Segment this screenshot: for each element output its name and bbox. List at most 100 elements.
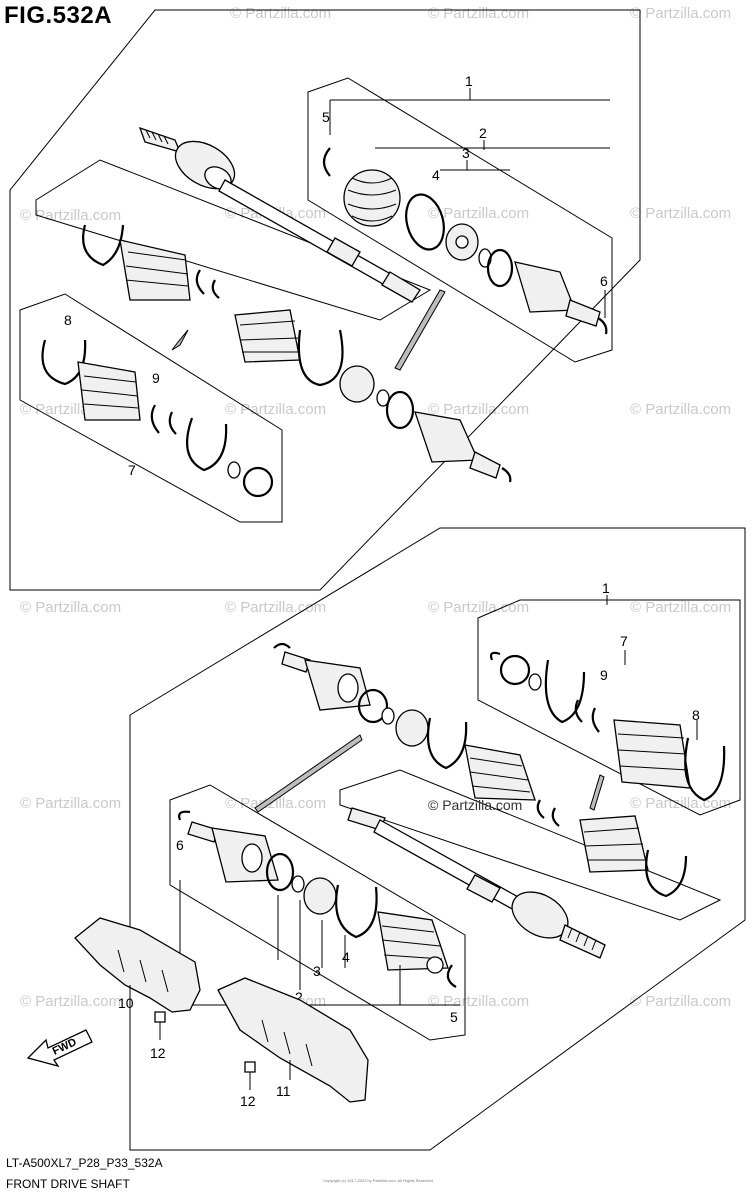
housing-bore [337, 673, 359, 703]
splined-end [559, 924, 606, 959]
lower-frame-kit-7 [477, 599, 741, 816]
circlip-3 [242, 466, 274, 498]
circlip [357, 688, 389, 724]
watermark: © Partzilla.com [225, 795, 326, 812]
callout-3: 3 [462, 145, 470, 161]
boot-folds [81, 375, 139, 409]
tripod-center [455, 235, 469, 249]
boot-folds [617, 733, 689, 771]
callout-4: 4 [342, 949, 350, 965]
watermark: © Partzilla.com [428, 993, 529, 1010]
lower-frame-kit-1 [169, 784, 466, 1041]
diagram-code: LT-A500XL7_P28_P33_532A [6, 1156, 163, 1170]
lower-shaft-assembly: 1 2 3 4 5 6 7 8 9 [129, 527, 746, 1151]
band-large [544, 659, 586, 724]
boot-folds [239, 320, 299, 353]
boot-band-4 [405, 193, 445, 251]
arrow-pointer [394, 289, 446, 371]
band-4 [335, 884, 378, 939]
diagram-name: FRONT DRIVE SHAFT [6, 1177, 130, 1191]
upper-frame-kit-7 [19, 293, 283, 523]
callout-7: 7 [128, 462, 136, 478]
housing-spline [565, 299, 601, 327]
upper-kit-7-parts [41, 339, 274, 498]
clamp-5 [322, 147, 331, 177]
callout-10: 10 [118, 995, 134, 1011]
arrow-pointer [171, 329, 189, 351]
callout-5: 5 [450, 1009, 458, 1025]
callout-2: 2 [295, 989, 303, 1005]
snap-ring-small [528, 673, 542, 691]
callout-8: 8 [64, 312, 72, 328]
tripod-joint-2 [339, 365, 375, 403]
arrow-pointer [254, 734, 363, 813]
copyright-notice: Copyright (c) 2017-2022 by Partzilla.com… [323, 1178, 433, 1183]
clip [273, 642, 291, 649]
watermark: © Partzilla.com [630, 599, 731, 616]
housing-spline [187, 821, 219, 843]
callout-1: 1 [602, 580, 610, 596]
shaft-bar [373, 819, 521, 911]
bolt-12 [244, 1061, 256, 1073]
callout-11: 11 [276, 1083, 291, 1099]
lower-kit-1-parts [178, 810, 457, 988]
shaft-splined-tip [381, 271, 421, 303]
spline-teeth [567, 927, 597, 951]
clamp-5 [446, 964, 457, 988]
bands-9 [150, 404, 177, 435]
callout-1: 1 [465, 73, 473, 89]
callout-5: 5 [322, 109, 330, 125]
boot-7 [77, 361, 141, 421]
snap-ring-2 [376, 389, 390, 407]
arrow-pointer [589, 774, 605, 811]
tripod-joint [395, 709, 429, 747]
callout-3: 3 [313, 963, 321, 979]
band-8 [41, 339, 87, 386]
watermark: © Partzilla.com [428, 205, 529, 222]
watermark: © Partzilla.com [225, 599, 326, 616]
snap-ring [489, 651, 501, 661]
splined-end [138, 126, 182, 153]
center-boot [234, 309, 301, 363]
upper-middle-parts [82, 224, 512, 483]
snap-ring [381, 707, 395, 725]
snap-ring [291, 875, 305, 893]
inner-boot [343, 169, 401, 227]
watermark: © Partzilla.com [20, 599, 121, 616]
circlip [486, 248, 514, 288]
watermark: © Partzilla.com [630, 401, 731, 418]
callout-9: 9 [600, 667, 608, 683]
fwd-arrow-shape [26, 1029, 93, 1068]
center-boot [464, 744, 536, 801]
upper-leader-lines [329, 88, 610, 318]
upper-shaft-assembly: 1 2 3 4 5 6 7 8 9 [9, 9, 641, 591]
lower-joint-chain [254, 642, 688, 898]
lower-frame-boot-kit [339, 769, 722, 921]
fwd-arrow: FWD [26, 1029, 93, 1068]
watermark: © Partzilla.com [225, 401, 326, 418]
guard-11 [217, 977, 369, 1103]
callout-6: 6 [600, 273, 608, 289]
boot-folds [469, 757, 531, 793]
callout-12: 12 [150, 1045, 166, 1061]
shaft-damper [326, 237, 361, 267]
skid-guards: 10 11 12 12 [74, 917, 369, 1109]
callout-2: 2 [479, 125, 487, 141]
boot-neck [426, 956, 444, 974]
callout-6: 6 [176, 837, 184, 853]
upper-kit-1-parts [322, 147, 608, 335]
watermark: © Partzilla.com [20, 795, 121, 812]
upper-frame-boot-kit [35, 159, 432, 321]
watermark: © Partzilla.com [428, 401, 529, 418]
upper-drive-shaft [138, 126, 421, 303]
small-bands [536, 799, 560, 827]
callout-8: 8 [692, 707, 700, 723]
watermark: © Partzilla.com [20, 207, 121, 224]
clip-6 [597, 317, 608, 335]
housing-spline [281, 651, 311, 673]
tripod-joint [303, 877, 337, 915]
guard-11-ribs [261, 1019, 313, 1067]
circlip-2 [385, 390, 415, 430]
callout-9: 9 [152, 370, 160, 386]
